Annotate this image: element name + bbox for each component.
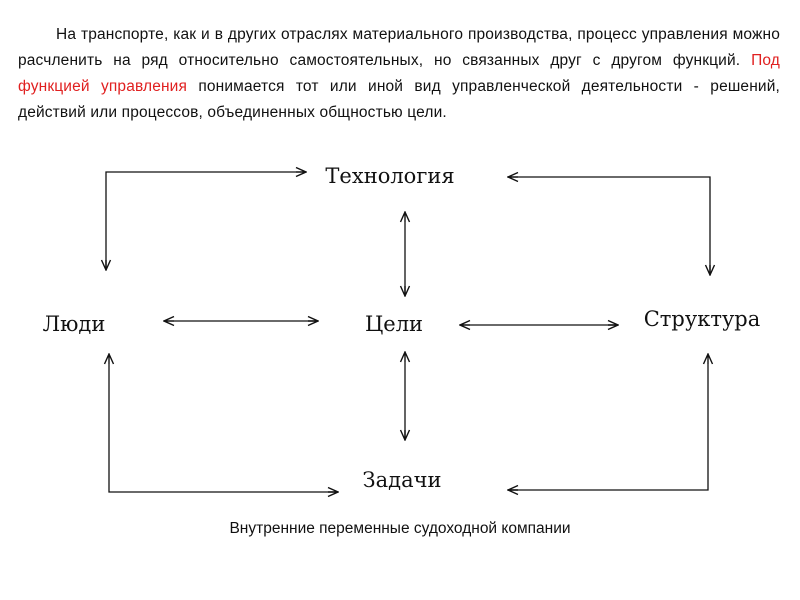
connector-people-tasks: [109, 364, 338, 492]
connector-technology-people: [106, 172, 296, 270]
node-goals: Цели: [365, 312, 423, 336]
connector-technology-structure: [518, 177, 710, 275]
intro-paragraph: На транспорте, как и в других отраслях м…: [18, 22, 780, 126]
node-structure: Структура: [644, 307, 761, 331]
connector-structure-tasks: [508, 364, 708, 490]
paragraph-text-2: понимается тот или иной вид управленческ…: [18, 78, 780, 121]
node-tasks: Задачи: [363, 468, 442, 492]
node-technology: Технология: [325, 164, 454, 188]
diagram-caption: Внутренние переменные судоходной компани…: [229, 520, 571, 537]
node-people: Люди: [43, 312, 106, 336]
paragraph-highlight: Под функцией управления: [18, 52, 780, 95]
paragraph-text-1: На транспорте, как и в других отраслях м…: [18, 26, 780, 69]
